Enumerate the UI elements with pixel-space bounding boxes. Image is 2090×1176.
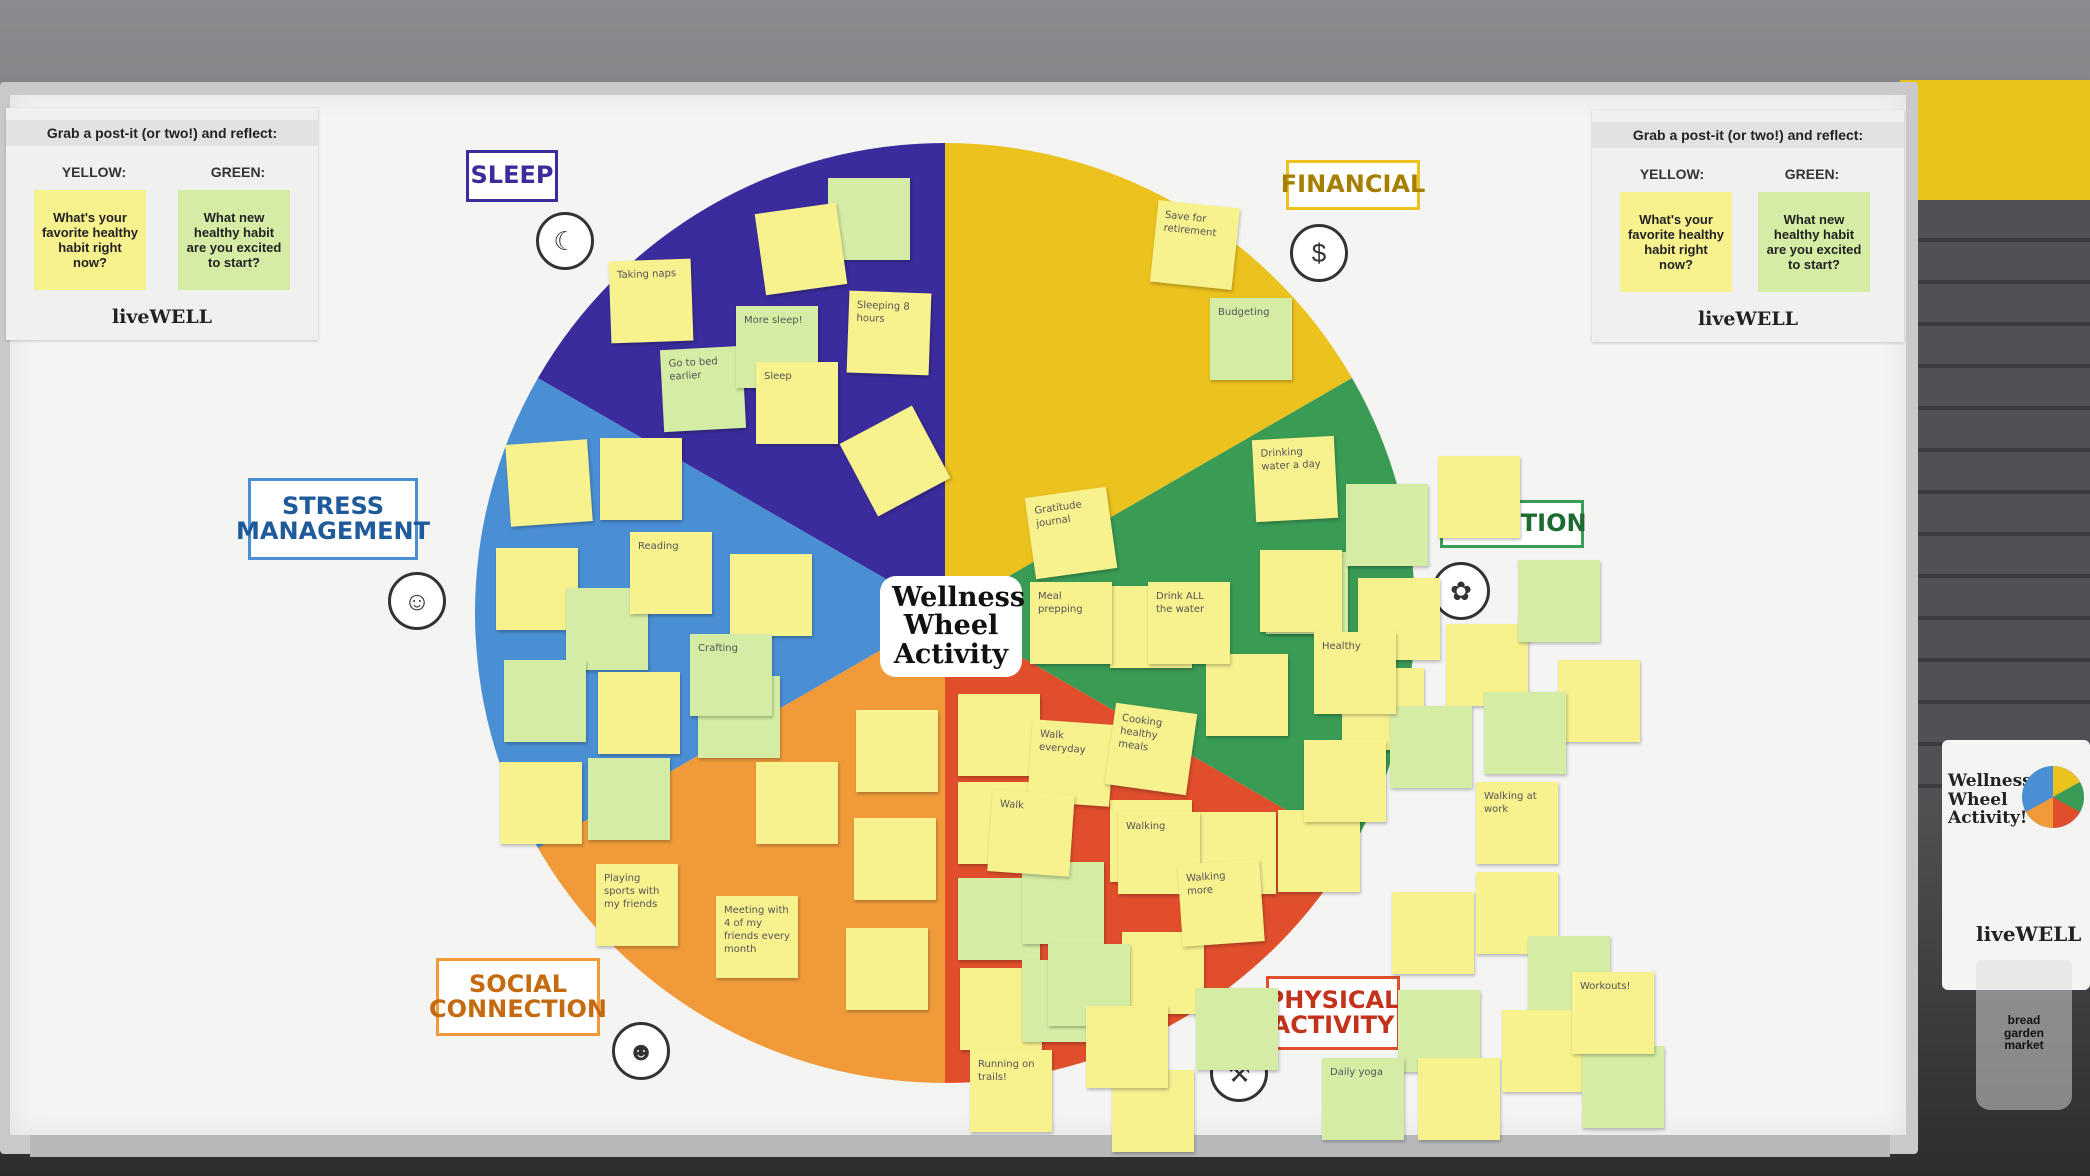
livewell-logo: liveWELL [111, 306, 213, 328]
cup-label: bread garden market [2003, 1013, 2044, 1053]
salad-icon: ✿ [1432, 562, 1490, 620]
sticky-note [756, 762, 838, 844]
green-prompt: What new healthy habit are you excited t… [1758, 192, 1870, 292]
card-title: Grab a post-it (or two!) and reflect: [6, 120, 318, 146]
sticky-note [856, 710, 938, 792]
sticky-note: Workouts! [1572, 972, 1654, 1054]
sticky-note [1346, 484, 1428, 566]
sticky-note: Crafting [690, 634, 772, 716]
sticky-note [754, 202, 848, 296]
sticky-note: Go to bed earlier [659, 345, 747, 433]
card-title: Grab a post-it (or two!) and reflect: [1592, 122, 1904, 148]
meditation-icon: ☺ [388, 572, 446, 630]
yellow-label: YELLOW: [61, 164, 127, 180]
wall-stripe [1900, 80, 2090, 200]
sticky-note [730, 554, 812, 636]
sticky-note: Healthy [1314, 632, 1396, 714]
sticky-note: Meal prepping [1030, 582, 1112, 664]
category-physical-activity: PHYSICAL ACTIVITY [1266, 976, 1400, 1050]
sticky-note: Walking more [1177, 859, 1265, 947]
category-social-connection: SOCIAL CONNECTION [429, 958, 607, 1036]
sticky-note: Walking at work [1476, 782, 1558, 864]
sticky-note [1390, 706, 1472, 788]
sticky-note: Meeting with 4 of my friends every month [716, 896, 798, 978]
sticky-note [1086, 1006, 1168, 1088]
sleep-icon: ☾ [536, 212, 594, 270]
sticky-note [1418, 1058, 1500, 1140]
green-prompt: What new healthy habit are you excited t… [178, 190, 290, 290]
sticky-note [1558, 660, 1640, 742]
category-financial: FINANCIAL [1281, 160, 1425, 210]
instruction-card-left: Grab a post-it (or two!) and reflect: YE… [6, 108, 318, 340]
green-label: GREEN: [210, 164, 266, 180]
wheel-title-text: Wellness Wheel Activity [882, 578, 1025, 676]
wheel-slice-social [537, 613, 945, 1083]
yellow-prompt: What's your favorite healthy habit right… [34, 190, 146, 290]
wellness-poster: Wellness Wheel Activity! liveWELL [1942, 740, 2090, 990]
sticky-note: Taking naps [608, 258, 694, 344]
money-icon: $ [1290, 224, 1348, 282]
sticky-note: Sleeping 8 hours [846, 290, 932, 376]
livewell-logo: liveWELL [1697, 308, 1799, 330]
coffee-cup: bread garden market [1976, 960, 2072, 1110]
sticky-note [1582, 1046, 1664, 1128]
marker-tray [30, 1135, 1890, 1157]
sticky-note: Walk [987, 789, 1075, 877]
sticky-note [1196, 988, 1278, 1070]
sticky-note [1392, 892, 1474, 974]
green-label: GREEN: [1784, 166, 1840, 182]
sticky-note [600, 438, 682, 520]
sticky-note: Budgeting [1210, 298, 1292, 380]
sticky-note [958, 694, 1040, 776]
sticky-note: Reading [630, 532, 712, 614]
sticky-note [1438, 456, 1520, 538]
sticky-note [854, 818, 936, 900]
sticky-note: Cooking healthy meals [1104, 702, 1198, 796]
instruction-card-right: Grab a post-it (or two!) and reflect: YE… [1592, 110, 1904, 342]
yellow-prompt: What's your favorite healthy habit right… [1620, 192, 1732, 292]
sticky-note [1484, 692, 1566, 774]
sticky-note [1260, 550, 1342, 632]
poster-wheel-graphic [2022, 766, 2084, 828]
sticky-note: Drink ALL the water [1148, 582, 1230, 664]
sticky-note: Daily yoga [1322, 1058, 1404, 1140]
sticky-note: Save for retirement [1149, 199, 1241, 291]
sticky-note [1206, 654, 1288, 736]
sticky-note [1518, 560, 1600, 642]
sticky-note [846, 928, 928, 1010]
sticky-note [598, 672, 680, 754]
poster-title: Wellness Wheel Activity! [1948, 771, 2032, 829]
sticky-note: Playing sports with my friends [596, 864, 678, 946]
brick-wall [1900, 200, 2090, 800]
sticky-note [496, 548, 578, 630]
sticky-note [1502, 1010, 1584, 1092]
people-icon: ☻ [612, 1022, 670, 1080]
sticky-note: Sleep [756, 362, 838, 444]
category-sleep: SLEEP [466, 150, 558, 202]
yellow-label: YELLOW: [1639, 166, 1705, 182]
sticky-note [1304, 740, 1386, 822]
sticky-note [588, 758, 670, 840]
category-stress-management: STRESS MANAGEMENT [236, 478, 430, 560]
sticky-note: Running on trails! [970, 1050, 1052, 1132]
poster-logo: liveWELL [1976, 922, 2082, 946]
sticky-note: Drinking water a day [1251, 435, 1339, 523]
sticky-note [504, 660, 586, 742]
sticky-note: Gratitude journal [1024, 486, 1118, 580]
sticky-note [1278, 810, 1360, 892]
wheel-title: Wellness Wheel Activity [882, 578, 1025, 676]
sticky-note [505, 439, 593, 527]
sticky-note [500, 762, 582, 844]
